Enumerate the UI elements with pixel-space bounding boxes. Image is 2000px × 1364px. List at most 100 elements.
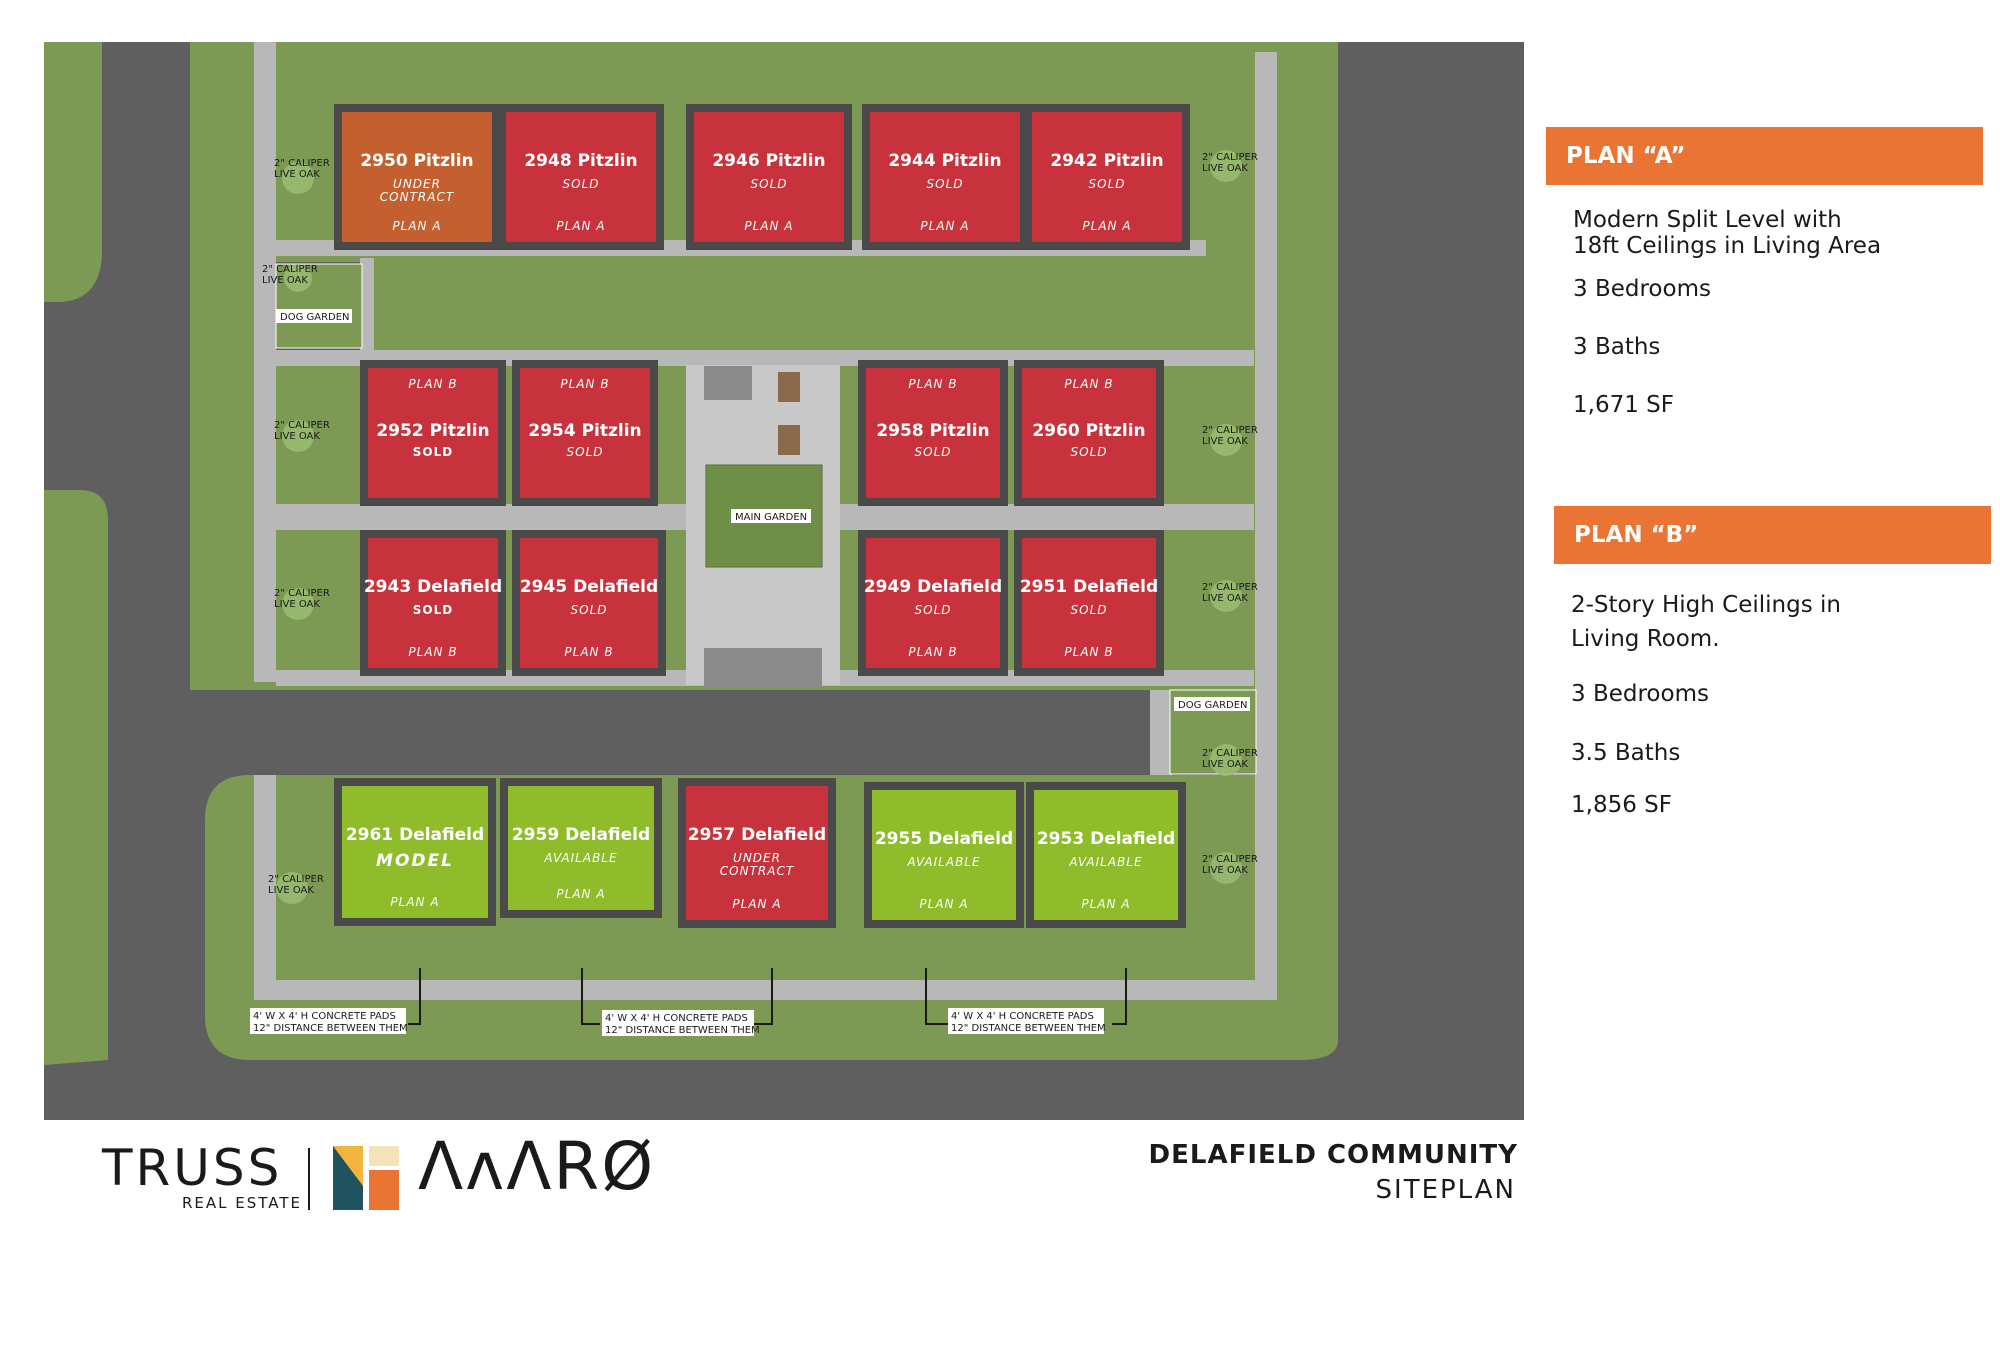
lot-name: 2948 Pitzlin — [524, 151, 637, 171]
lot-parcel — [1022, 538, 1156, 668]
plan-a-sqft: 1,671 SF — [1573, 392, 1674, 418]
lot-name: 2958 Pitzlin — [876, 421, 989, 441]
tree-2 — [284, 264, 312, 292]
tree-label-line2: LIVE OAK — [268, 885, 314, 896]
sidewalk-bottom-left — [254, 775, 276, 1000]
tree-label-line2: LIVE OAK — [274, 599, 320, 610]
tree-1 — [282, 162, 314, 194]
lot-name: 2950 Pitzlin — [360, 151, 473, 171]
pad-label-bg — [948, 1008, 1104, 1034]
tree-10 — [1210, 852, 1242, 884]
pad-label-bg — [602, 1010, 754, 1036]
pad-label-line2: 12" DISTANCE BETWEEN THEM — [605, 1025, 760, 1036]
lot-status: AVAILABLE — [543, 851, 617, 865]
bench-1 — [778, 372, 800, 402]
tree-label-line2: LIVE OAK — [274, 169, 320, 180]
tree-label-line2: LIVE OAK — [1202, 593, 1248, 604]
naro-mark-cream-shape — [369, 1146, 399, 1166]
lot-name: 2960 Pitzlin — [1032, 421, 1145, 441]
pad-labels: 4' W X 4' H CONCRETE PADS 12" DISTANCE B… — [250, 1008, 1106, 1036]
lot-name: 2957 Delafield — [688, 825, 826, 845]
lot-plan: PLAN A — [744, 219, 793, 233]
lot-parcel — [342, 786, 488, 918]
courtyard-entry — [704, 648, 822, 688]
plan-b-description: 2-Story High Ceilings in Living Room. — [1571, 588, 1841, 656]
tree-label-line1: 2" CALIPER — [268, 874, 324, 885]
lot-plan: PLAN A — [1081, 897, 1130, 911]
plan-b-bedrooms: 3 Bedrooms — [1571, 681, 1709, 707]
tree-label-line1: 2" CALIPER — [262, 264, 318, 275]
lot-status: AVAILABLE — [906, 855, 980, 869]
naro-logo-wordmark: ɅʌɅRØ — [418, 1128, 656, 1205]
tree-label-line1: 2" CALIPER — [1202, 748, 1258, 759]
lot-plan: PLAN B — [560, 377, 609, 391]
lot-plan: PLAN B — [1064, 645, 1113, 659]
community-subtitle: SITEPLAN — [1375, 1175, 1516, 1205]
dog-garden-label: DOG GARDEN — [280, 312, 350, 323]
pad-label-line2: 12" DISTANCE BETWEEN THEM — [253, 1023, 408, 1034]
lot-plan: PLAN B — [1064, 377, 1113, 391]
lot-status: SOLD — [1071, 445, 1108, 459]
pad-label-line1: 4' W X 4' H CONCRETE PADS — [253, 1011, 396, 1022]
lot-plan: PLAN B — [408, 377, 457, 391]
lot-status: MODEL — [376, 851, 454, 871]
pad-connector — [925, 968, 948, 1025]
lot-status: SOLD — [563, 177, 600, 191]
sidewalk-right-vertical — [1255, 52, 1277, 992]
lot-name: 2949 Delafield — [864, 577, 1002, 597]
plan-b-description-line2: Living Room. — [1571, 626, 1720, 652]
tree-label-line1: 2" CALIPER — [274, 420, 330, 431]
logo-divider — [308, 1148, 310, 1210]
sidewalk-right-dog — [1150, 690, 1172, 775]
pad-label-line2: 12" DISTANCE BETWEEN THEM — [951, 1023, 1106, 1034]
pad-label-line1: 4' W X 4' H CONCRETE PADS — [951, 1011, 1094, 1022]
lot-parcel — [520, 538, 658, 668]
lot-name: 2943 Delafield — [364, 577, 502, 597]
lot-plan: PLAN A — [920, 219, 969, 233]
tree-label-line2: LIVE OAK — [1202, 865, 1248, 876]
lot-status: SOLD — [1071, 603, 1108, 617]
grass-left-upper — [44, 42, 102, 302]
tree-labels: 2" CALIPER LIVE OAK 2" CALIPER LIVE OAK … — [262, 152, 1258, 896]
tree-label-line2: LIVE OAK — [1202, 163, 1248, 174]
lot-status-line2: CONTRACT — [720, 864, 795, 878]
main-garden-label-bg — [731, 509, 811, 523]
lot-status-line1: UNDER — [393, 177, 441, 191]
lot-plan: PLAN B — [908, 645, 957, 659]
truss-logo-wordmark: TRUSS — [102, 1139, 283, 1197]
tree-3 — [282, 420, 314, 452]
sidewalk-top-row-driveway — [360, 258, 374, 350]
trees — [276, 150, 1242, 904]
sidewalk-bottom-row — [254, 980, 1277, 1000]
tree-label-line2: LIVE OAK — [262, 275, 308, 286]
tree-label-line1: 2" CALIPER — [1202, 152, 1258, 163]
lot-parcel — [866, 538, 1000, 668]
lot-parcel — [872, 790, 1016, 920]
dog-garden-label: DOG GARDEN — [1178, 700, 1248, 711]
lot-parcel — [506, 112, 656, 242]
truss-logo: TRUSS REAL ESTATE — [102, 1139, 302, 1212]
lot-parcel — [686, 786, 828, 920]
grass-left-lower — [44, 490, 108, 1065]
lot-name: 2942 Pitzlin — [1050, 151, 1163, 171]
lot-name: 2953 Delafield — [1037, 829, 1175, 849]
